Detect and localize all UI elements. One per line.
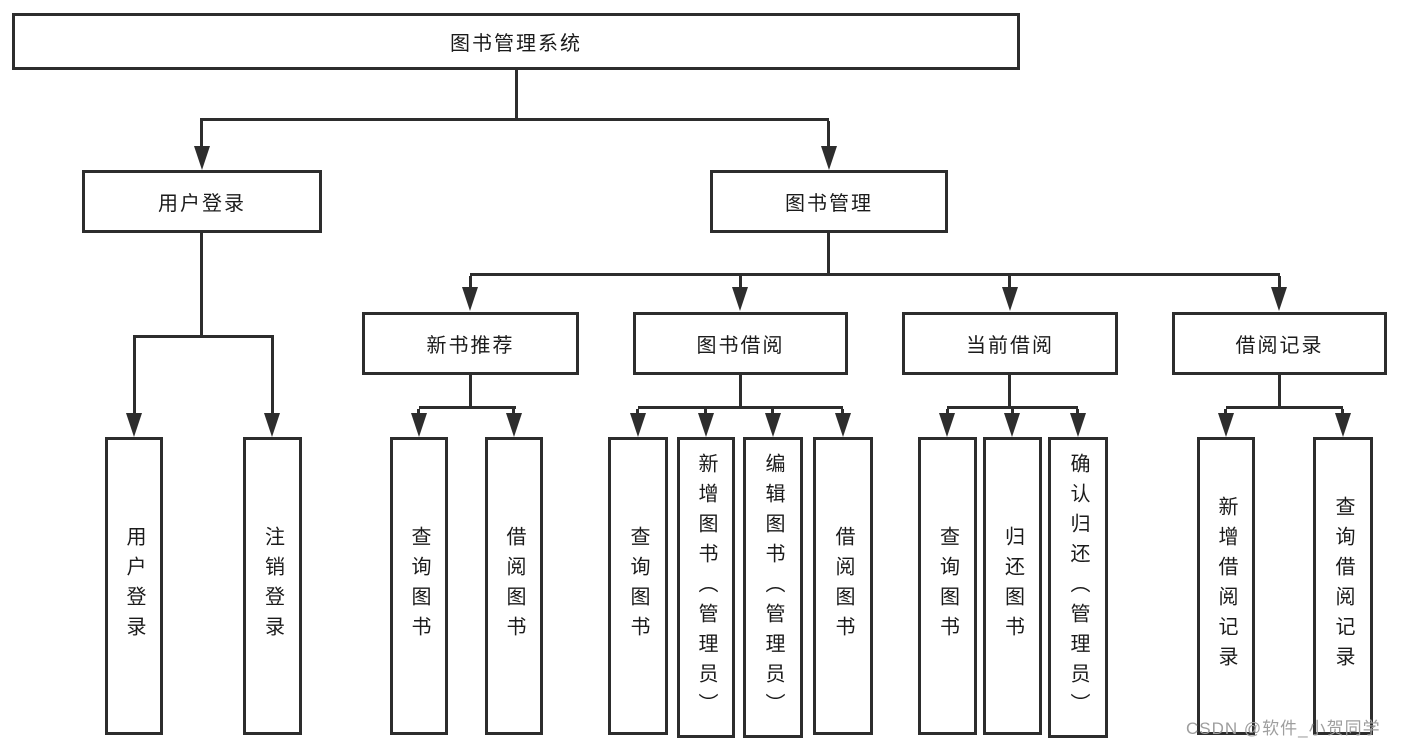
- connector-line: [1008, 375, 1011, 408]
- arrow-down-icon: [1002, 287, 1018, 311]
- leaf-confirm-return-admin: 确认归还（管理员）: [1048, 437, 1108, 738]
- connector-line: [469, 276, 472, 289]
- connector-line: [1278, 276, 1281, 289]
- arrow-down-icon: [264, 413, 280, 437]
- arrow-down-icon: [1070, 413, 1086, 437]
- node-borrowing-records: 借阅记录: [1172, 312, 1387, 375]
- connector-line: [200, 121, 203, 147]
- connector-line: [200, 233, 203, 335]
- arrow-down-icon: [126, 413, 142, 437]
- leaf-query-books-borrowing: 查询图书: [608, 437, 668, 735]
- arrow-down-icon: [732, 287, 748, 311]
- connector-line: [1011, 409, 1014, 416]
- connector-line: [947, 406, 1078, 409]
- leaf-borrow-books-borrowing: 借阅图书: [813, 437, 873, 735]
- connector-line: [704, 409, 707, 416]
- arrow-down-icon: [1218, 413, 1234, 437]
- connector-line: [771, 409, 774, 416]
- connector-line: [1224, 409, 1227, 416]
- arrow-down-icon: [939, 413, 955, 437]
- node-new-book-recommend: 新书推荐: [362, 312, 579, 375]
- arrow-down-icon: [1004, 413, 1020, 437]
- leaf-edit-book-admin: 编辑图书（管理员）: [743, 437, 803, 738]
- connector-line: [1278, 375, 1281, 408]
- leaf-add-book-admin: 新增图书（管理员）: [677, 437, 735, 738]
- arrow-down-icon: [1271, 287, 1287, 311]
- connector-line: [827, 121, 830, 147]
- arrow-down-icon: [194, 146, 210, 170]
- connector-line: [636, 409, 639, 416]
- connector-line: [271, 338, 274, 415]
- arrow-down-icon: [1335, 413, 1351, 437]
- leaf-borrow-books-recommend: 借阅图书: [485, 437, 543, 735]
- arrow-down-icon: [835, 413, 851, 437]
- leaf-return-book: 归还图书: [983, 437, 1042, 735]
- leaf-query-books-recommend: 查询图书: [390, 437, 448, 735]
- node-book-management-branch: 图书管理: [710, 170, 948, 233]
- connector-line: [946, 409, 949, 416]
- connector-line: [200, 118, 829, 121]
- connector-line: [469, 375, 472, 408]
- arrow-down-icon: [462, 287, 478, 311]
- connector-line: [827, 233, 830, 273]
- connector-line: [739, 375, 742, 408]
- leaf-query-borrow-record: 查询借阅记录: [1313, 437, 1373, 735]
- node-current-borrowing: 当前借阅: [902, 312, 1118, 375]
- connector-line: [1341, 409, 1344, 416]
- arrow-down-icon: [821, 146, 837, 170]
- connector-line: [515, 70, 518, 118]
- connector-line: [638, 406, 843, 409]
- node-user-login-branch: 用户登录: [82, 170, 322, 233]
- connector-line: [512, 409, 515, 416]
- connector-line: [1008, 276, 1011, 289]
- connector-line: [841, 409, 844, 416]
- connector-line: [1226, 406, 1343, 409]
- leaf-user-login: 用户登录: [105, 437, 163, 735]
- arrow-down-icon: [411, 413, 427, 437]
- arrow-down-icon: [698, 413, 714, 437]
- arrow-down-icon: [630, 413, 646, 437]
- leaf-query-books-current: 查询图书: [918, 437, 977, 735]
- watermark-text: CSDN @软件_小贺同学: [1186, 719, 1381, 738]
- connector-line: [417, 409, 420, 416]
- arrow-down-icon: [506, 413, 522, 437]
- node-library-management-system: 图书管理系统: [12, 13, 1020, 70]
- connector-line: [1076, 409, 1079, 416]
- connector-line: [133, 338, 136, 415]
- arrow-down-icon: [765, 413, 781, 437]
- connector-line: [133, 335, 274, 338]
- connector-line: [470, 273, 1280, 276]
- connector-line: [739, 276, 742, 289]
- node-book-borrowing: 图书借阅: [633, 312, 848, 375]
- leaf-add-borrow-record: 新增借阅记录: [1197, 437, 1255, 735]
- connector-line: [419, 406, 516, 409]
- leaf-logout: 注销登录: [243, 437, 302, 735]
